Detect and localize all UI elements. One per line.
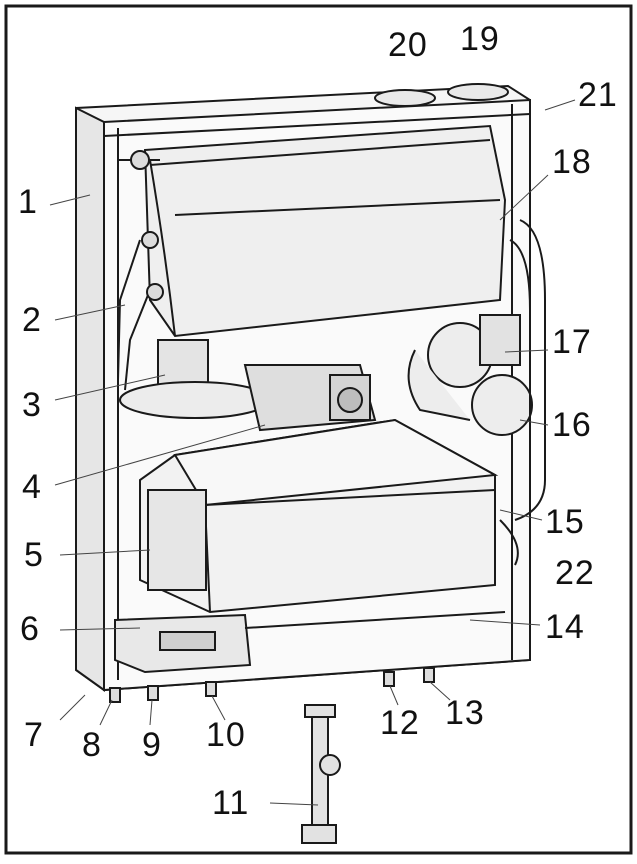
callout-16: 16: [552, 406, 592, 444]
leader-lines: [49, 99, 576, 806]
callout-22: 22: [555, 554, 595, 592]
bottom-connections: [109, 667, 435, 703]
callout-1: 1: [18, 183, 38, 221]
gas-valve-assembly: [119, 339, 377, 432]
flue-outlets: [374, 83, 509, 107]
callout-2: 2: [22, 301, 42, 339]
right-pipes: [499, 219, 546, 566]
gas-inlet: [301, 704, 341, 844]
fan-pump-unit: [407, 314, 533, 436]
callout-8: 8: [82, 726, 102, 764]
pump-16: [471, 374, 533, 436]
callout-12: 12: [380, 704, 420, 742]
callout-21: 21: [578, 76, 618, 114]
combustion-chamber: [139, 418, 499, 614]
flue-outlet-19: [447, 83, 509, 101]
callout-7: 7: [24, 716, 44, 754]
callout-13: 13: [445, 694, 485, 732]
callout-18: 18: [552, 143, 592, 181]
callout-15: 15: [545, 503, 585, 541]
callout-5: 5: [24, 536, 44, 574]
callout-6: 6: [20, 610, 40, 648]
callout-11: 11: [212, 784, 250, 822]
callout-3: 3: [22, 386, 42, 424]
callout-20: 20: [388, 26, 428, 64]
callout-4: 4: [22, 468, 42, 506]
callout-10: 10: [206, 716, 246, 754]
callout-14: 14: [545, 608, 585, 646]
left-pipes: [117, 150, 164, 391]
heat-exchanger: [143, 124, 507, 338]
callout-9: 9: [142, 726, 162, 764]
callout-19: 19: [460, 20, 500, 58]
flue-outlet-20: [374, 89, 436, 107]
control-panel: [114, 611, 506, 674]
callout-17: 17: [552, 323, 592, 361]
